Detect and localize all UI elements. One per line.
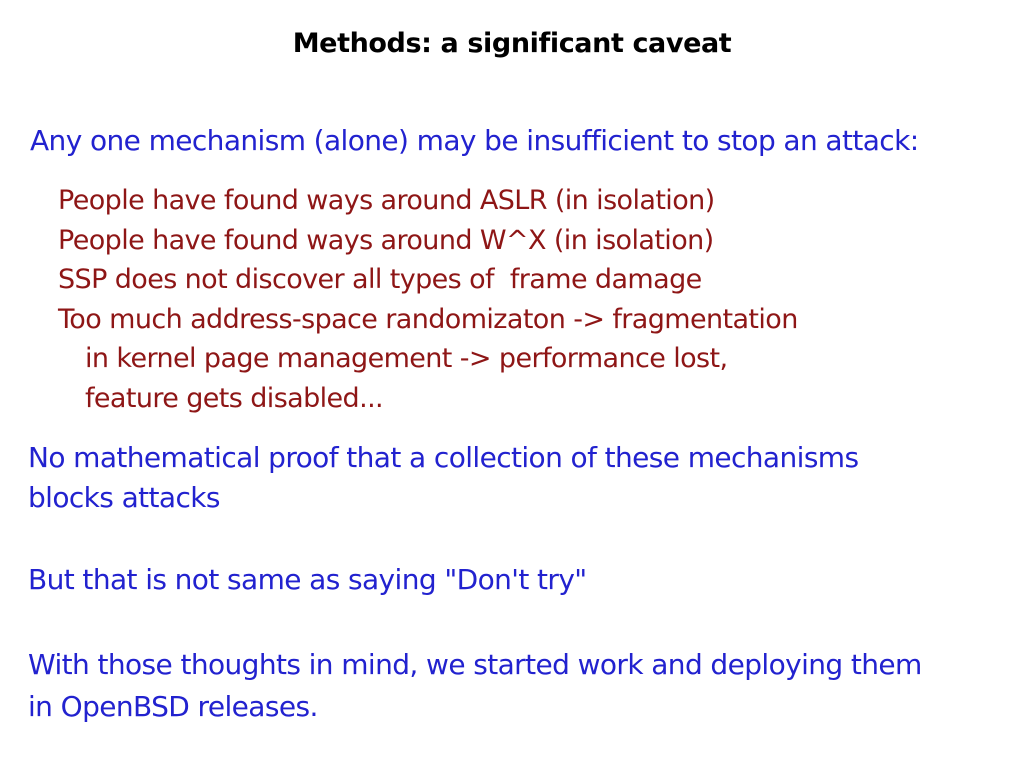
closing-paragraph: With those thoughts in mind, we started … (28, 644, 922, 728)
caveat-continuation-disabled: feature gets disabled... (85, 382, 384, 414)
no-proof-line-1: No mathematical proof that a collection … (28, 441, 859, 474)
caveat-item-aslr: People have found ways around ASLR (in i… (58, 185, 715, 216)
dont-try-statement: But that is not same as saying "Don't tr… (28, 563, 587, 596)
closing-line-1: With those thoughts in mind, we started … (28, 648, 922, 681)
no-proof-paragraph: No mathematical proof that a collection … (28, 438, 859, 518)
closing-line-2: in OpenBSD releases. (28, 690, 318, 723)
caveat-item-wxorx: People have found ways around W^X (in is… (58, 224, 714, 256)
caveat-item-ssp: SSP does not discover all types of frame… (58, 264, 702, 295)
no-proof-line-2: blocks attacks (28, 481, 220, 514)
caveat-list: People have found ways around ASLR (in i… (58, 181, 798, 418)
intro-statement: Any one mechanism (alone) may be insuffi… (30, 124, 919, 157)
caveat-continuation-kernel: in kernel page management -> performance… (85, 343, 728, 374)
caveat-item-randomization: Too much address-space randomizaton -> f… (58, 303, 798, 335)
slide-title: Methods: a significant caveat (292, 28, 732, 59)
